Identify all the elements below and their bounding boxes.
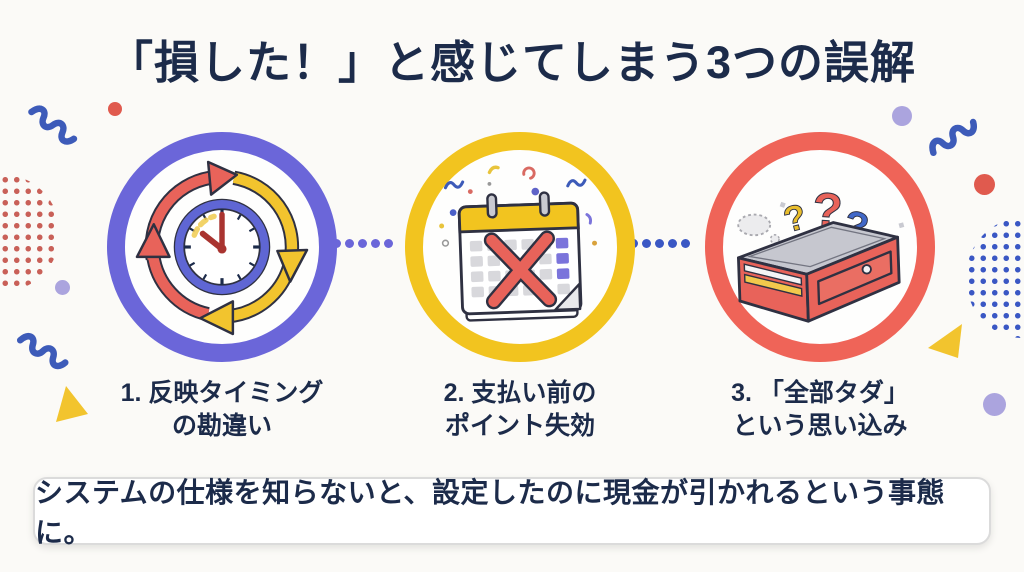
connector-dots: [629, 239, 690, 248]
circle-dot: [55, 280, 70, 295]
squiggle-icon: [28, 105, 78, 145]
circle-dot: [983, 393, 1006, 416]
item-label-line: の勘違い: [171, 412, 272, 440]
item-label-line: 3. 「全部タダ」: [731, 379, 909, 407]
squiggle-icon: [16, 332, 69, 370]
bottom-banner: システムの仕様を知らないと、設定したのに現金が引かれるという事態に。: [33, 477, 991, 548]
misconception-circle-3: ? ? ?: [705, 132, 935, 362]
item-label-line: という思い込み: [732, 412, 908, 440]
empty-wallet-icon: ? ? ?: [737, 183, 905, 323]
misconception-circle-1: [107, 132, 337, 362]
squiggle-icon: [929, 118, 977, 157]
calendar-expired-icon: [439, 165, 598, 322]
triangle-shape: [928, 324, 962, 358]
item-label-1: 1. 反映タイミング の勘違い: [62, 377, 382, 443]
connector-dots: [332, 239, 393, 248]
circle-dot: [108, 102, 122, 116]
circle-dot: [974, 174, 995, 195]
misconception-circle-2: [405, 132, 635, 362]
item-label-3: 3. 「全部タダ」 という思い込み: [660, 377, 980, 443]
item-label-line: ポイント失効: [444, 412, 595, 440]
circle-dot: [892, 106, 912, 126]
clock-cycle-icon: [135, 160, 309, 336]
page-title: 「損した！」と感じてしまう3つの誤解: [107, 37, 917, 88]
banner-text: システムの仕様を知らないと、設定したのに現金が引かれるという事態に。: [35, 477, 946, 548]
dot-grid: [0, 174, 60, 292]
triangle-shape: [56, 386, 88, 422]
item-label-2: 2. 支払い前の ポイント失効: [360, 377, 680, 443]
item-label-line: 1. 反映タイミング: [120, 379, 324, 407]
dot-grid: [966, 218, 1024, 338]
item-label-line: 2. 支払い前の: [443, 379, 597, 407]
